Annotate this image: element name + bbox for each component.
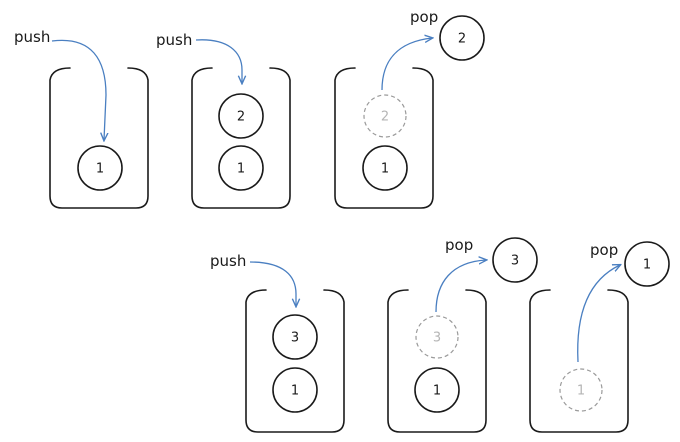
push-arrow (51, 39, 106, 140)
popped-element-label: 1 (643, 258, 651, 273)
stack-element-label: 1 (381, 162, 389, 177)
stack-element-label: 3 (291, 331, 299, 346)
panel-1: push 1 (14, 28, 149, 209)
stack-element (218, 93, 264, 139)
popped-element-ghost-label: 2 (381, 110, 389, 125)
stack-element (272, 367, 318, 413)
popped-element-ghost (363, 94, 407, 138)
popped-element-ghost (559, 368, 603, 412)
operation-label: pop (410, 8, 438, 26)
stack-element (414, 367, 460, 413)
stack-element-label: 1 (237, 162, 245, 177)
popped-element (492, 237, 538, 283)
stack-container (334, 67, 434, 209)
panel-5: pop 3 1 3 (387, 236, 538, 433)
push-arrow (249, 261, 296, 306)
pop-arrow (577, 265, 620, 363)
stack-container (245, 289, 345, 433)
popped-element-ghost-label: 1 (577, 384, 585, 399)
pop-arrow (381, 38, 432, 91)
operation-label: push (14, 28, 50, 46)
panel-2: push 2 1 (156, 31, 291, 209)
popped-element-label: 3 (511, 254, 519, 269)
stack-element-label: 2 (237, 110, 245, 125)
stack-element-label: 1 (433, 384, 441, 399)
popped-element-label: 2 (458, 32, 466, 47)
popped-element-ghost (415, 315, 459, 359)
pop-arrow (435, 260, 486, 313)
stack-element (272, 314, 318, 360)
stack-container (191, 67, 291, 209)
stack-container (49, 67, 149, 209)
stack-element-label: 1 (96, 162, 104, 177)
operation-label: pop (590, 241, 618, 259)
stack-element (218, 145, 264, 191)
stack-element (362, 145, 408, 191)
operation-label: push (156, 31, 192, 49)
operation-label: push (210, 252, 246, 270)
popped-element (624, 241, 670, 287)
operation-label: pop (445, 236, 473, 254)
panel-6: pop 1 1 (529, 241, 670, 433)
stack-element-label: 1 (291, 384, 299, 399)
panel-4: push 3 1 (210, 252, 345, 433)
popped-element (439, 15, 485, 61)
popped-element-ghost-label: 3 (433, 331, 441, 346)
stack-container (529, 289, 629, 433)
push-arrow (195, 39, 242, 83)
panel-3: pop 2 1 2 (334, 8, 485, 209)
stack-element (77, 145, 123, 191)
stack-container (387, 289, 487, 433)
